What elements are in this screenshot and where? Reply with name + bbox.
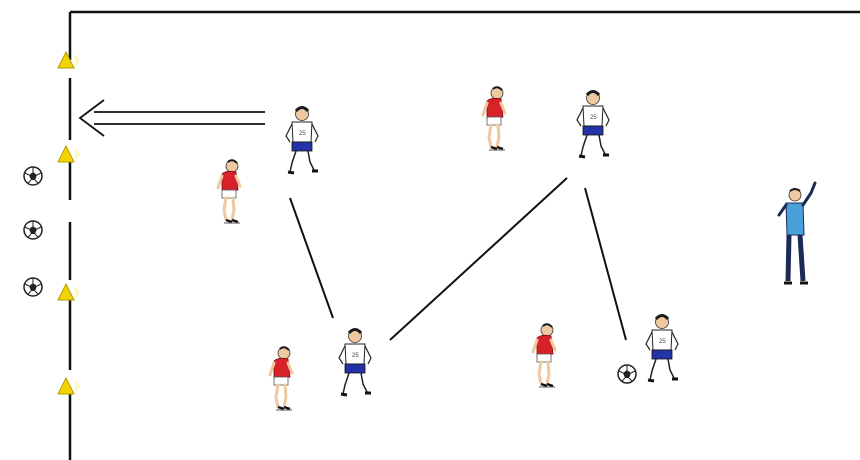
pass-lines — [289, 177, 627, 341]
field-boundary — [68, 10, 860, 460]
cone-icon — [57, 283, 81, 301]
coach-icon — [777, 181, 817, 285]
white-player-icon — [644, 314, 680, 383]
cone-icon — [57, 377, 81, 395]
ball-icon — [23, 220, 43, 240]
ball-icon — [23, 277, 43, 297]
white-player-icon — [284, 106, 320, 175]
ball-icon — [23, 166, 43, 186]
white-player-icon — [575, 90, 611, 159]
red-player-icon — [531, 322, 557, 389]
ball-icon — [617, 364, 637, 384]
run-arrow — [78, 99, 265, 137]
cone-icon — [57, 145, 81, 163]
white-player-icon — [337, 328, 373, 397]
red-player-icon — [481, 85, 507, 152]
red-player-icon — [268, 345, 294, 412]
red-player-icon — [216, 158, 242, 225]
